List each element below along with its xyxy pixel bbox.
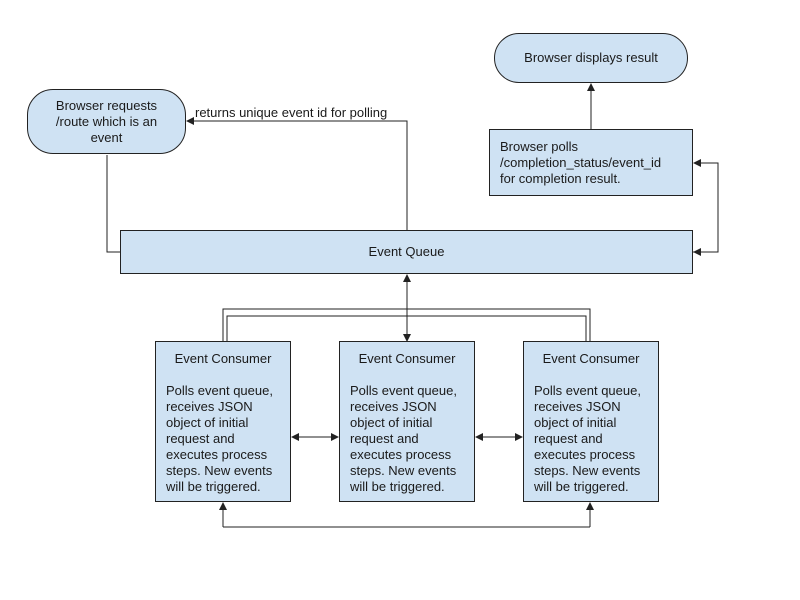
browser-polls-line-1: Browser polls [500,139,579,154]
browser-request-line-1: Browser requests [55,97,158,113]
queue-returns-id-arrow [186,117,408,230]
browser-displays-node: Browser displays result [494,33,688,83]
event-consumer-title: Event Consumer [174,351,272,366]
browser-polls-line-3: for completion result. [500,171,621,186]
event-consumer-title: Event Consumer [358,351,456,366]
event-consumer-body: Polls event queue, receives JSON object … [534,383,641,494]
event-queue-node: Event Queue [120,230,693,274]
top-bus-outer [222,308,591,341]
event-consumer-1: Event Consumer Polls event queue, receiv… [155,341,291,502]
event-consumer-title: Event Consumer [542,351,640,366]
event-consumer-body: Polls event queue, receives JSON object … [166,383,273,494]
event-consumer-body: Polls event queue, receives JSON object … [350,383,457,494]
returns-id-label: returns unique event id for polling [195,105,388,120]
event-consumer-2: Event Consumer Polls event queue, receiv… [339,341,475,502]
queue-polls-loop [693,159,719,253]
top-bus-inner [226,315,587,341]
event-consumer-3: Event Consumer Polls event queue, receiv… [523,341,659,502]
event-queue-label: Event Queue [368,244,445,259]
request-to-queue-connector [106,155,121,253]
browser-request-line-3: event [90,129,123,145]
browser-request-line-2: /route which is an [55,113,158,129]
browser-polls-node: Browser polls /completion_status/event_i… [489,129,693,196]
browser-polls-line-2: /completion_status/event_id [500,155,662,170]
browser-request-node: Browser requests /route which is an even… [27,89,186,154]
browser-displays-label: Browser displays result [524,50,658,65]
